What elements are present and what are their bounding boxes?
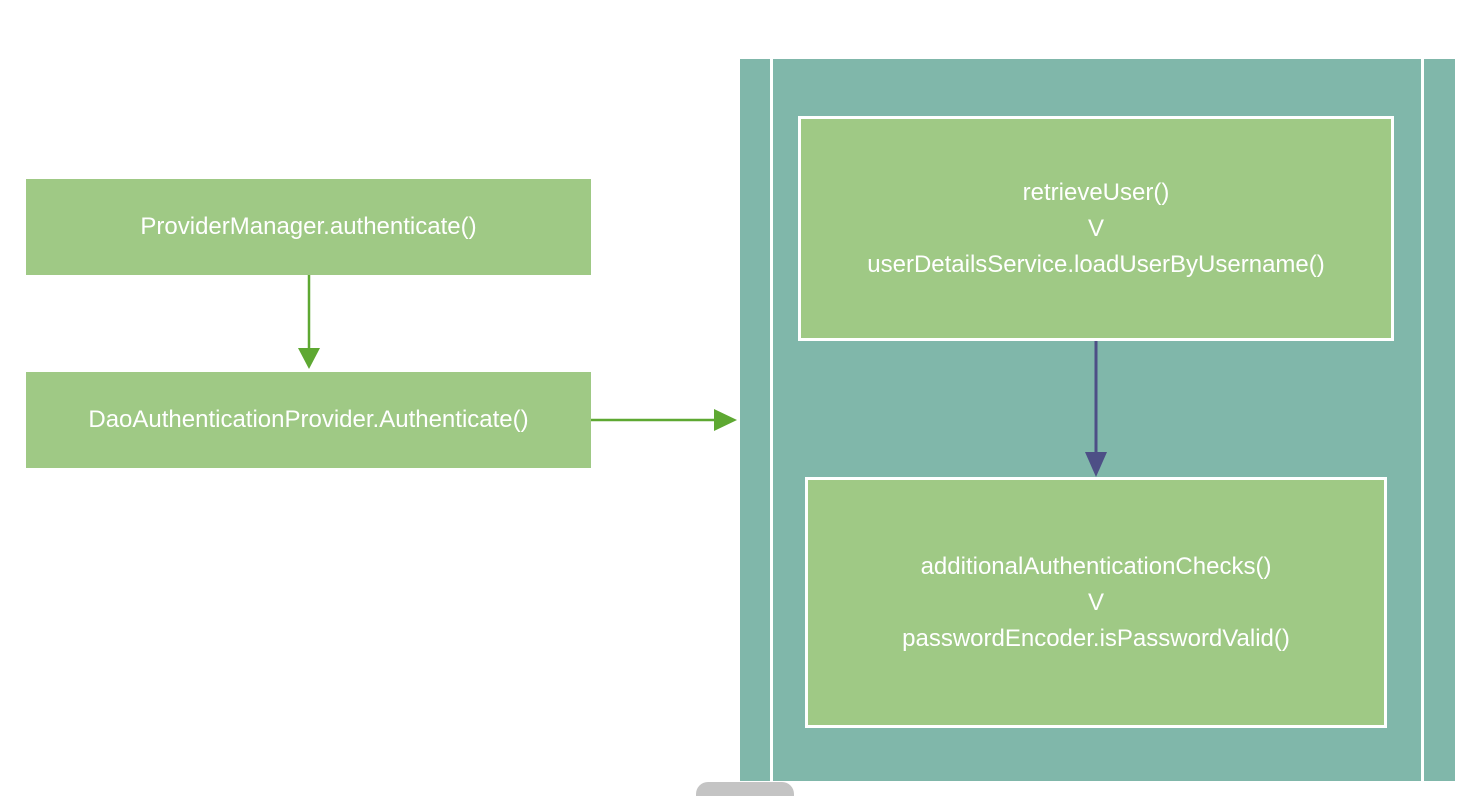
retrieve-user-label: retrieveUser() — [1022, 178, 1170, 206]
password-valid-label: passwordEncoder.isPasswordValid() — [902, 624, 1290, 652]
dao-provider-label: DaoAuthenticationProvider.Authenticate() — [88, 406, 529, 433]
dao-provider-box: DaoAuthenticationProvider.Authenticate() — [26, 372, 591, 468]
bottom-scroll-tab — [696, 782, 794, 796]
provider-manager-label: ProviderManager.authenticate() — [140, 213, 477, 240]
arrow-provider-to-dao — [298, 275, 320, 369]
additional-checks-separator: V — [1087, 588, 1104, 616]
container-left-divider — [770, 59, 773, 781]
additional-checks-label: additionalAuthenticationChecks() — [920, 552, 1272, 580]
provider-manager-box: ProviderManager.authenticate() — [26, 179, 591, 275]
retrieve-user-separator: V — [1087, 214, 1104, 242]
load-user-label: userDetailsService.loadUserByUsername() — [867, 250, 1325, 278]
additional-checks-box: additionalAuthenticationChecks() V passw… — [805, 477, 1387, 728]
retrieve-user-box: retrieveUser() V userDetailsService.load… — [798, 116, 1394, 341]
arrow-retrieve-to-checks — [1085, 341, 1107, 477]
arrow-dao-to-container — [591, 409, 737, 431]
container-right-divider — [1421, 59, 1424, 781]
